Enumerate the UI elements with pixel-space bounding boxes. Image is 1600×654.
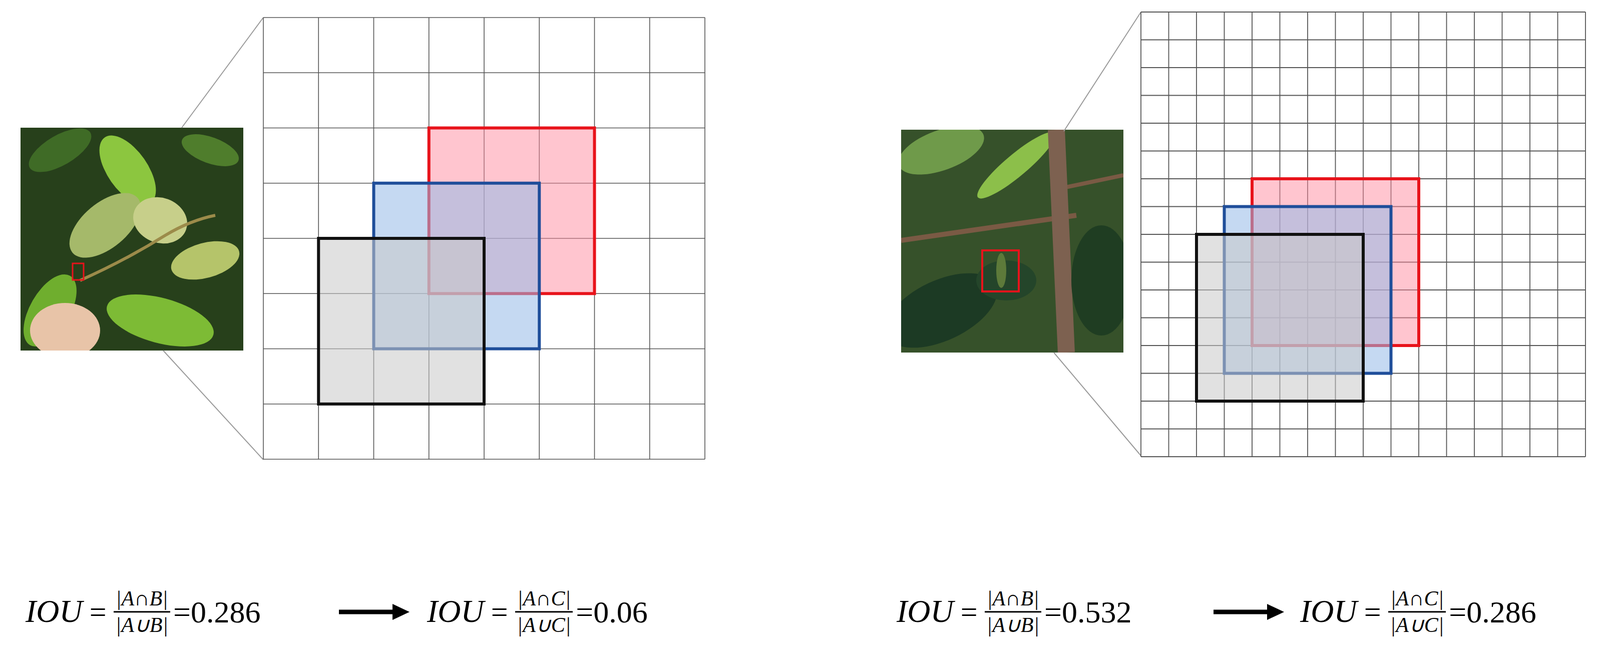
zoom-grid [1140, 12, 1586, 457]
leaf [901, 129, 991, 185]
arrow-shaft [1213, 609, 1271, 615]
fraction-bar [1388, 611, 1447, 613]
caterpillar [996, 252, 1007, 288]
target-box [72, 263, 84, 280]
fraction-bar [113, 611, 171, 613]
denominator: |A∪C| [1388, 613, 1447, 637]
numerator: |A∩B| [984, 586, 1042, 610]
fraction-bar [515, 611, 574, 613]
grid-line [1140, 122, 1586, 124]
bounding-box [1196, 234, 1364, 402]
arrow [338, 603, 410, 620]
hand [30, 302, 101, 351]
numerator: |A∩C| [515, 586, 573, 610]
metric-name: IOU [896, 594, 954, 630]
iou-formula: IOU=|A∩C| |A∪C|=0.286 [1300, 586, 1537, 637]
iou-formula: IOU=|A∩B| |A∪B|=0.286 [25, 586, 261, 637]
numerator: |A∩C| [1388, 586, 1446, 610]
grid-line [263, 17, 705, 19]
denominator: |A∪B| [984, 613, 1042, 637]
equals-sign: = [960, 595, 978, 629]
metric-name: IOU [427, 594, 485, 630]
grid-ground [1140, 12, 1586, 457]
metric-name: IOU [25, 594, 83, 630]
equals-sign: = [89, 595, 107, 629]
branch-photo [901, 129, 1124, 353]
grid-line [1140, 11, 1586, 13]
iou-formula: IOU=|A∩B| |A∪B|=0.532 [896, 586, 1132, 637]
iou-value: =0.06 [575, 594, 648, 629]
arrow-head [1267, 603, 1285, 620]
arrow [1213, 603, 1285, 620]
diseased-leaf [166, 234, 244, 287]
numerator: |A∩B| [113, 586, 171, 610]
zoom-grid [263, 17, 705, 460]
metric-name: IOU [1300, 594, 1358, 630]
grid-ground [263, 17, 705, 460]
trunk [1056, 129, 1067, 353]
denominator: |A∪C| [515, 613, 574, 637]
target-box [982, 250, 1019, 292]
zoom-leader [181, 17, 264, 128]
leaf [22, 127, 98, 181]
zoom-leader [163, 350, 264, 460]
grid-line [1140, 67, 1586, 69]
arrow-head [392, 603, 410, 620]
stem [80, 215, 216, 281]
fraction: |A∩C| |A∪C| [515, 586, 574, 637]
grid-line [1140, 456, 1586, 458]
grid-line [1140, 95, 1586, 97]
grid-group [263, 12, 1586, 460]
fraction-bar [984, 611, 1042, 613]
grid-line [263, 458, 705, 460]
fraction: |A∩B| |A∪B| [984, 586, 1042, 637]
fraction: |A∩C| |A∪C| [1388, 586, 1447, 637]
zoom-leader [1063, 12, 1141, 132]
diseased-leaf [126, 189, 194, 251]
bounding-box [318, 238, 485, 405]
iou-value: =0.286 [1448, 594, 1536, 629]
grid-line [263, 72, 705, 74]
leaf [177, 127, 244, 173]
leaf [1071, 225, 1124, 336]
branch [901, 215, 1077, 241]
grid-line [1140, 150, 1586, 152]
equals-sign: = [491, 595, 509, 629]
equals-sign: = [1364, 595, 1382, 629]
leaf-photo [20, 127, 244, 351]
iou-value: =0.286 [173, 594, 261, 629]
fraction: |A∩B| |A∪B| [113, 586, 171, 637]
leaf [101, 284, 220, 351]
leaf [976, 260, 1037, 301]
grid-line [1140, 39, 1586, 41]
denominator: |A∪B| [113, 613, 171, 637]
leaf [970, 129, 1062, 206]
iou-value: =0.532 [1044, 594, 1132, 629]
iou-formula: IOU=|A∩C| |A∪C|=0.06 [427, 586, 648, 637]
grid-line [1140, 428, 1586, 430]
zoom-leader [1053, 352, 1141, 456]
arrow-shaft [338, 609, 396, 615]
